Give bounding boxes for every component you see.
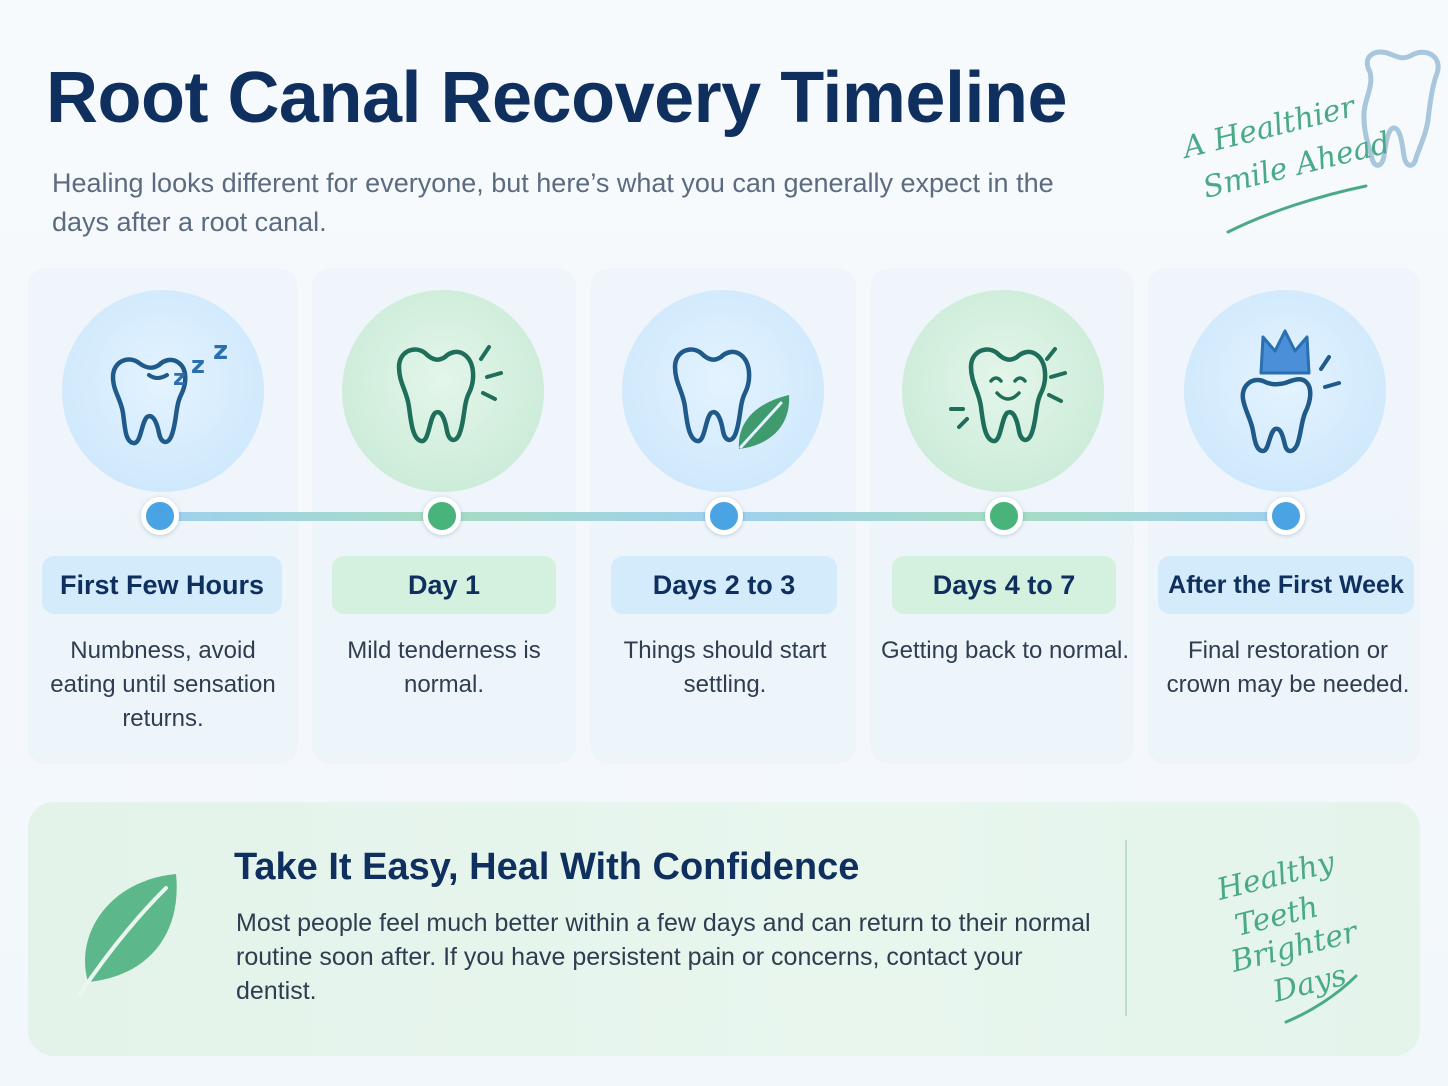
stage-label-4: Days 4 to 7: [892, 556, 1116, 614]
svg-text:z: z: [191, 351, 205, 379]
page-title: Root Canal Recovery Timeline: [46, 58, 1068, 138]
corner-swoosh: [1226, 184, 1368, 234]
timeline-dot-1: [141, 497, 179, 535]
footer-text: Most people feel much better within a fe…: [236, 909, 1091, 1005]
stage-label-1: First Few Hours: [42, 556, 282, 614]
corner-badge: A Healthier Smile Ahead: [1177, 49, 1441, 234]
stage-description-5: Final restoration or crown may be needed…: [1166, 637, 1410, 698]
footer-script: Healthy Teeth Brighter Days: [1212, 845, 1362, 1024]
timeline-dot-3: [705, 497, 743, 535]
happy-tooth-icon: [949, 347, 1067, 444]
timeline-dot-5: [1267, 497, 1305, 535]
sleeping-tooth-icon: z z z: [110, 336, 228, 446]
footer-title: Take It Easy, Heal With Confidence: [234, 846, 860, 888]
stage-description-2: Mild tenderness is normal.: [347, 637, 541, 698]
crowned-tooth-icon: [1240, 329, 1341, 454]
leaf-icon: [78, 874, 177, 996]
tooth-leaf-icon: [672, 347, 790, 449]
icon-circle-3: [622, 290, 824, 492]
timeline-dot-4: [985, 497, 1023, 535]
icon-circle-4: [902, 290, 1104, 492]
svg-text:z: z: [173, 366, 186, 391]
stage-label-3: Days 2 to 3: [611, 556, 837, 614]
stage-description-4: Getting back to normal.: [880, 637, 1130, 664]
stage-label-5: After the First Week: [1158, 556, 1414, 614]
page-subtitle: Healing looks different for everyone, bu…: [52, 168, 1054, 237]
tender-tooth-icon: [396, 345, 503, 444]
icon-circle-1: z z z: [62, 290, 264, 492]
stage-description-1: Numbness, avoid eating until sensation r…: [50, 637, 276, 732]
footer-panel: [28, 802, 1420, 1056]
stage-description-3: Things should start settling.: [623, 637, 827, 698]
tooth-sparkle-icon: [1361, 49, 1441, 168]
stage-label-2: Day 1: [332, 556, 556, 614]
icon-circle-2: [342, 290, 544, 492]
svg-text:z: z: [213, 336, 228, 366]
timeline-dot-2: [423, 497, 461, 535]
footer-divider: [1125, 840, 1127, 1016]
icon-circle-5: [1184, 290, 1386, 492]
